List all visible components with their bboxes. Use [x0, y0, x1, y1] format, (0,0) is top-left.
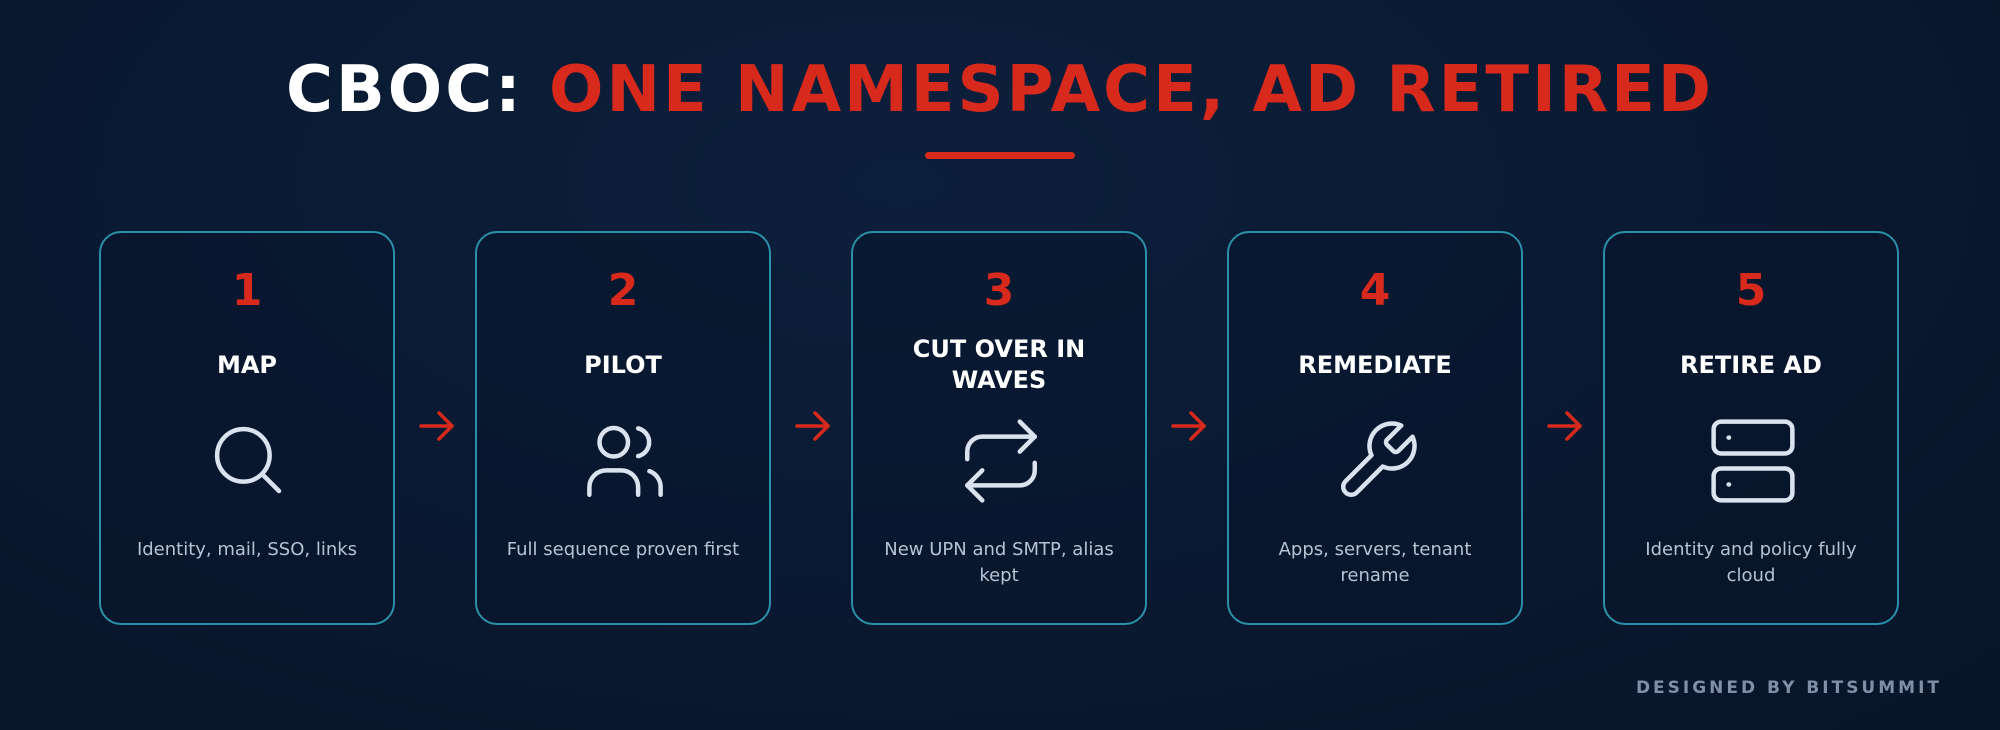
step-title: RETIRE AD: [1680, 350, 1822, 379]
wrench-icon: [1332, 416, 1422, 506]
step-number: 2: [607, 265, 639, 316]
users-icon: [580, 416, 670, 506]
arrow-right-icon: [1545, 406, 1585, 446]
step-title: CUT OVER IN WAVES: [912, 335, 1086, 394]
step-card-map: 1 MAP Identity, mail, SSO, links: [99, 231, 395, 625]
title-underline: [925, 152, 1075, 159]
title-prefix: CBOC:: [286, 53, 524, 127]
arrow-right-icon: [1169, 406, 1209, 446]
step-card-pilot: 2 PILOT Full sequence proven first: [475, 231, 771, 625]
server-icon: [1708, 416, 1798, 506]
step-description: Apps, servers, tenant rename: [1278, 539, 1472, 586]
step-title: REMEDIATE: [1298, 350, 1452, 379]
step-number: 3: [983, 265, 1015, 316]
arrow-right-icon: [417, 406, 457, 446]
step-card-retire-ad: 5 RETIRE AD Identity and policy fully cl…: [1603, 231, 1899, 625]
step-number: 1: [231, 265, 263, 316]
step-card-remediate: 4 REMEDIATE Apps, servers, tenant rename: [1227, 231, 1523, 625]
repeat-icon: [956, 416, 1046, 506]
step-title: MAP: [216, 350, 278, 379]
title-main: ONE NAMESPACE, AD RETIRED: [549, 53, 1714, 127]
search-icon: [204, 416, 294, 506]
designer-credit: DESIGNED BY BITSUMMIT: [1635, 678, 1942, 698]
step-description: Full sequence proven first: [506, 539, 740, 560]
step-number: 5: [1735, 265, 1767, 316]
page-title: CBOC: ONE NAMESPACE, AD RETIRED: [0, 56, 2000, 124]
step-description: Identity and policy fully cloud: [1645, 539, 1857, 586]
step-number: 4: [1359, 265, 1391, 316]
step-description: New UPN and SMTP, alias kept: [884, 539, 1114, 586]
arrow-right-icon: [793, 406, 833, 446]
step-title: PILOT: [584, 350, 662, 379]
step-description: Identity, mail, SSO, links: [136, 539, 358, 560]
step-card-cut-over: 3 CUT OVER IN WAVES New UPN and SMTP, al…: [851, 231, 1147, 625]
